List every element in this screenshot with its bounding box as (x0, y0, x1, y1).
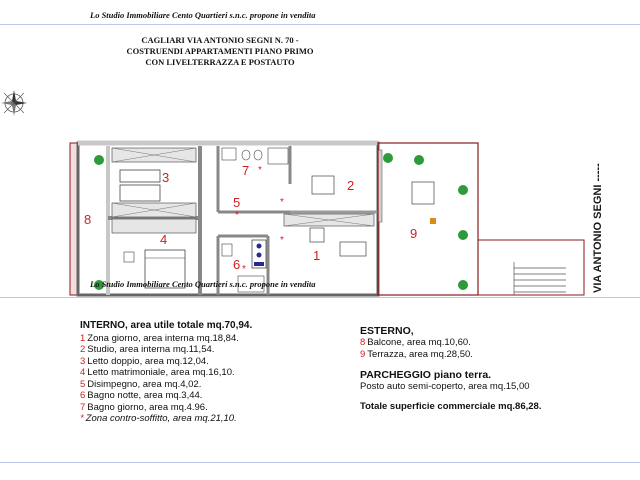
room-number: 2 (347, 178, 354, 193)
desk (311, 175, 335, 195)
room-number: 9 (410, 226, 417, 241)
total-area: Totale superficie commerciale mq.86,28. (360, 401, 542, 412)
double-bed (144, 249, 186, 289)
shower (267, 147, 289, 165)
terrace-outline (377, 142, 479, 296)
agency-line: Lo Studio Immobiliare Cento Quartieri s.… (90, 10, 316, 20)
room-number: 7 (242, 163, 249, 178)
legend-item: *Zona contro-soffitto, area mq.21,10. (80, 413, 237, 424)
plant-icons (94, 153, 468, 290)
svg-text:*: * (258, 165, 262, 176)
room-number: 8 (84, 212, 91, 227)
floor-plan: * * * * * 1 2 3 4 5 6 7 8 9 (1, 90, 585, 297)
single-bed (119, 184, 161, 202)
wardrobe (111, 218, 197, 234)
interno-title: INTERNO, area utile totale mq.70,94. (80, 320, 253, 331)
room-number: 1 (313, 248, 320, 263)
agency-line-bottom: Lo Studio Immobiliare Cento Quartieri s.… (90, 279, 316, 289)
svg-text:*: * (280, 197, 284, 208)
svg-text:*: * (280, 235, 284, 246)
parcheggio-title: PARCHEGGIO piano terra. (360, 369, 492, 381)
listing-title: CAGLIARI VIA ANTONIO SEGNI N. 70 - COSTR… (120, 35, 320, 68)
bottom-rule (0, 462, 640, 463)
outdoor-table (411, 181, 435, 205)
room-number: 5 (233, 195, 240, 210)
staircase (513, 262, 566, 295)
parcheggio-text: Posto auto semi-coperto, area mq.15,00 (360, 381, 530, 392)
title-line: COSTRUENDI APPARTAMENTI PIANO PRIMO (126, 46, 314, 56)
title-line: CAGLIARI VIA ANTONIO SEGNI N. 70 - (141, 35, 299, 45)
single-bed (119, 169, 161, 183)
sofa (339, 241, 367, 257)
stair-outline (477, 239, 585, 296)
armchair (309, 227, 325, 243)
svg-text:*: * (242, 264, 246, 275)
room-number: 3 (162, 170, 169, 185)
ceiling-markers: * * * * * (235, 165, 284, 275)
middle-rule (0, 297, 640, 298)
top-rule (0, 24, 640, 25)
street-label: VIA ANTONIO SEGNI ----- (592, 163, 604, 293)
compass-icon (1, 90, 27, 116)
title-line: CON LIVELTERRAZZA E POSTAUTO (145, 57, 295, 67)
sink (221, 147, 237, 161)
room-number: 4 (160, 232, 167, 247)
svg-text:*: * (235, 210, 239, 221)
room-number: 6 (233, 257, 240, 272)
shower (237, 275, 265, 293)
esterno-title: ESTERNO, (360, 325, 414, 337)
